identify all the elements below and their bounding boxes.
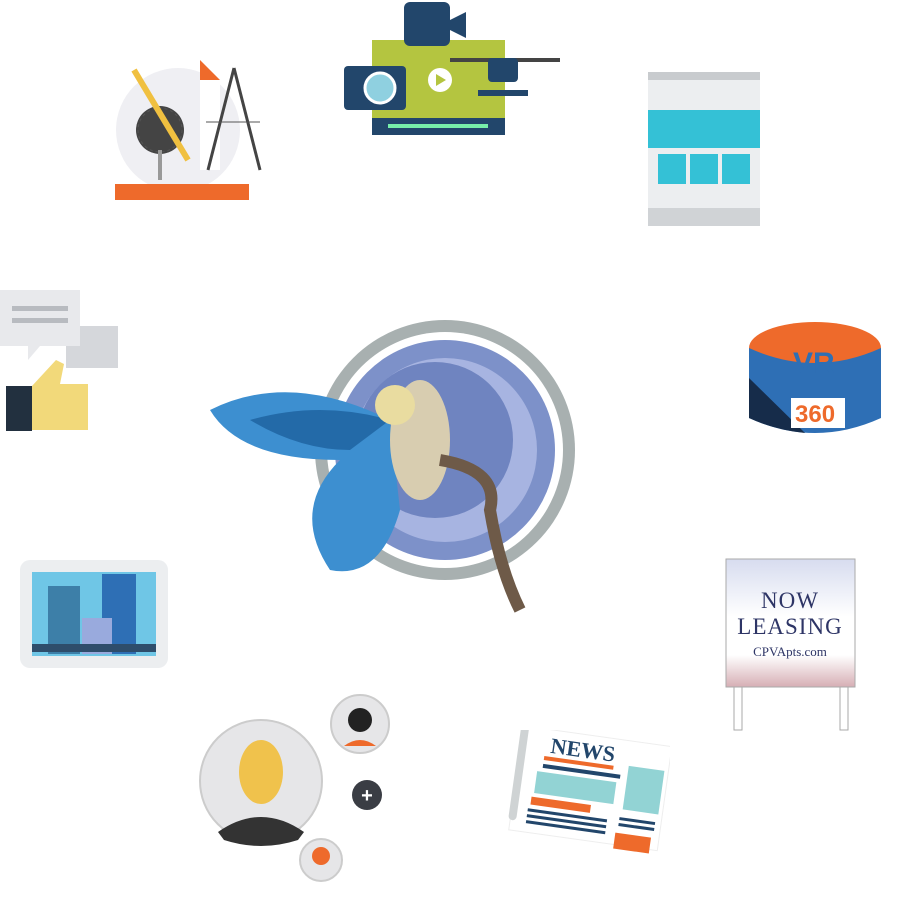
people-network-icon: +	[199, 694, 390, 882]
vr-360-icon: VR 360	[749, 322, 881, 433]
city-tablet-icon	[20, 560, 168, 668]
sign-line-url: CPVApts.com	[753, 644, 827, 659]
vr-360-label: 360	[795, 401, 835, 428]
vr-label: VR	[793, 347, 835, 380]
add-person-plus: +	[361, 785, 373, 807]
leasing-sign-icon	[725, 558, 856, 731]
webpage-layout-icon	[648, 72, 760, 226]
newspaper-icon: NEWS	[508, 730, 670, 854]
leasing-sign-text: NOW LEASING CPVApts.com	[728, 588, 852, 660]
camera-drone-video-icon	[344, 2, 560, 135]
chat-thumbs-up-icon	[0, 290, 118, 431]
sign-line-leasing: LEASING	[737, 614, 843, 639]
butterfly-fairy-icon	[210, 320, 575, 613]
sign-line-now: NOW	[761, 588, 819, 613]
compass-pencil-ruler-icon	[115, 60, 262, 200]
